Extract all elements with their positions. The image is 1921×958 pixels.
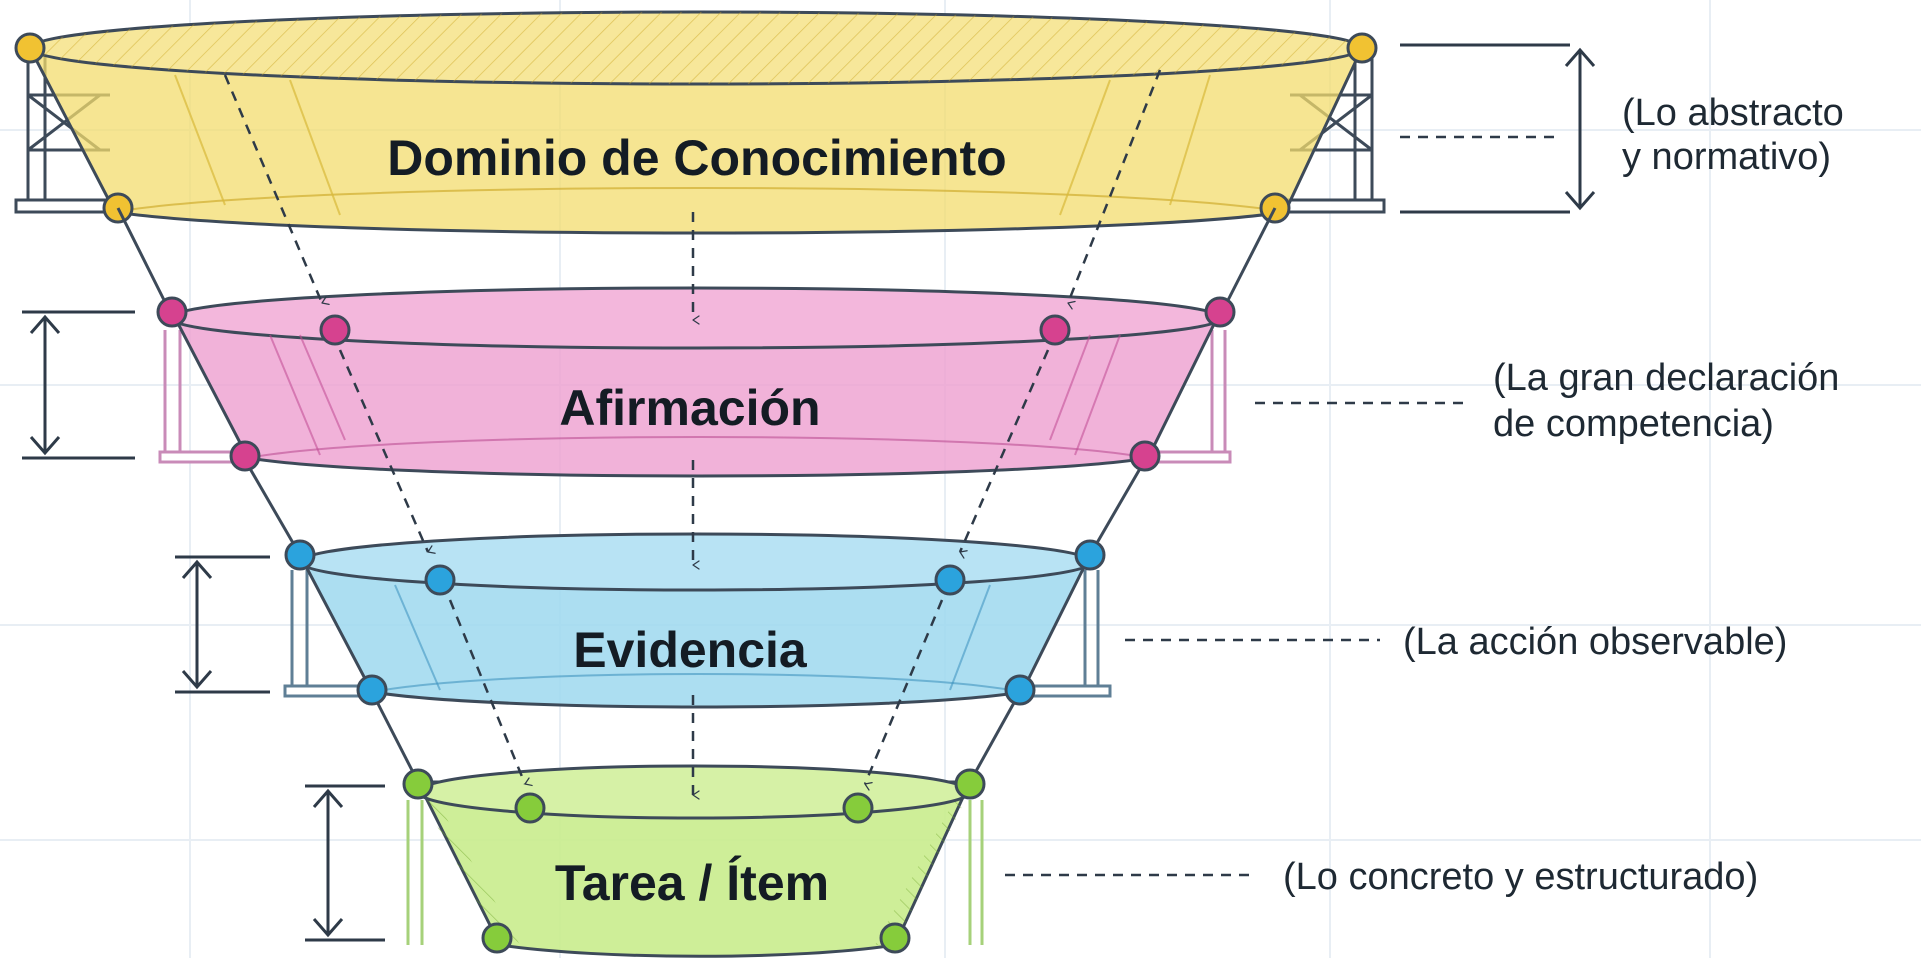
layer-dominio-title: Dominio de Conocimiento	[387, 130, 1006, 186]
node-dot	[14, 32, 46, 64]
node-dot	[1204, 296, 1236, 328]
connector-lines	[116, 207, 1277, 783]
layer-evidencia: Evidencia	[283, 532, 1112, 709]
note-dominio: (Lo abstracto y normativo)	[1622, 92, 1854, 178]
note-afirmacion-line-2: de competencia)	[1493, 403, 1774, 445]
node-dot	[1346, 32, 1378, 64]
layer-tarea-scaffold	[406, 800, 984, 945]
node-dot	[229, 440, 261, 472]
node-dot	[424, 564, 456, 596]
dimension-marker-3	[175, 555, 270, 694]
node-dot	[319, 314, 351, 346]
node-dot	[356, 674, 388, 706]
note-afirmacion-line-1: (La gran declaración	[1493, 357, 1839, 399]
node-dot	[934, 564, 966, 596]
flow-arrows	[223, 69, 1162, 800]
node-dot	[879, 922, 911, 954]
dimension-marker-2	[22, 310, 135, 460]
node-dot	[1039, 314, 1071, 346]
node-dot	[954, 768, 986, 800]
node-dot	[514, 792, 546, 824]
layer-dominio-body	[27, 46, 1365, 235]
note-evidencia: (La acción observable)	[1403, 621, 1787, 663]
layer-tarea: Tarea / Ítem	[402, 764, 986, 958]
note-leaders	[1005, 135, 1560, 877]
dimension-marker-4	[305, 784, 385, 942]
note-afirmacion: (La gran declaración de competencia)	[1493, 357, 1850, 445]
layer-tarea-body	[415, 780, 973, 958]
note-tarea: (Lo concreto y estructurado)	[1283, 856, 1758, 898]
layer-afirmacion-body	[169, 310, 1223, 478]
node-dot	[402, 768, 434, 800]
node-dot	[284, 539, 316, 571]
layer-evidencia-scaffold	[283, 570, 1112, 698]
node-dot	[842, 792, 874, 824]
layer-evidencia-title: Evidencia	[573, 622, 808, 678]
note-dominio-line-1: (Lo abstracto	[1622, 92, 1844, 134]
layer-evidencia-top-ellipse	[298, 532, 1094, 592]
dimension-marker-1	[1400, 43, 1596, 214]
node-dot	[156, 296, 188, 328]
layer-tarea-title: Tarea / Ítem	[555, 855, 829, 911]
node-dot	[481, 922, 513, 954]
node-dot	[1074, 539, 1106, 571]
note-dominio-line-2: y normativo)	[1622, 136, 1831, 178]
node-dot	[1004, 674, 1036, 706]
layer-dominio: Dominio de Conocimiento	[14, 10, 1386, 235]
layer-afirmacion: Afirmación	[156, 286, 1236, 478]
layer-afirmacion-title: Afirmación	[559, 380, 820, 436]
layer-evidencia-body	[297, 553, 1093, 709]
node-dot	[1129, 440, 1161, 472]
